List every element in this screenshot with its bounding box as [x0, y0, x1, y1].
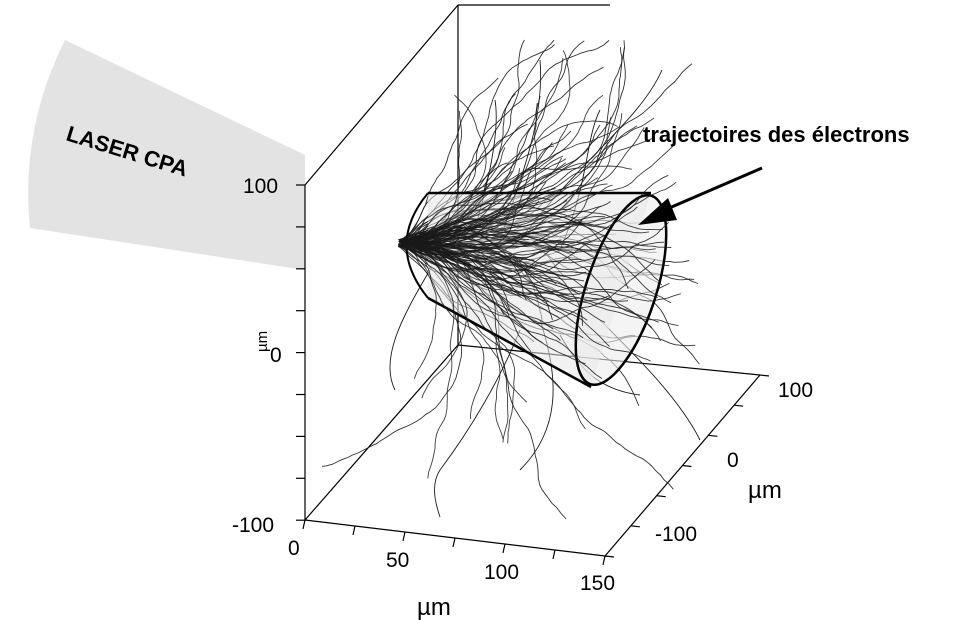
trajectory-path: [409, 238, 543, 344]
trajectory-path: [400, 241, 653, 328]
trajectory-path: [409, 243, 670, 273]
annotation-arrow: [638, 166, 763, 225]
trajectory-path: [398, 124, 569, 247]
cone-bottom-edge: [427, 296, 592, 389]
tick-mark: [734, 404, 744, 407]
trajectory-path: [403, 117, 612, 262]
depth-tick-100: 100: [778, 379, 813, 402]
trajectory-path: [404, 145, 555, 240]
trajectory-path: [403, 221, 670, 271]
trajectory-path: [398, 245, 603, 272]
tick-mark: [708, 434, 718, 437]
x-tick-0: 0: [288, 537, 300, 560]
tick-mark: [552, 549, 556, 560]
trajectory-path: [399, 244, 516, 444]
electron-trajectories-front: [397, 50, 681, 479]
tick-mark: [682, 464, 692, 468]
axis-ticks: [296, 184, 770, 566]
trajectory-path: [405, 240, 679, 327]
trajectory-path: [409, 244, 610, 347]
trajectory-path: [402, 130, 572, 253]
x-tick-150: 150: [580, 572, 615, 595]
tick-mark: [352, 525, 356, 536]
trajectory-path: [407, 244, 468, 399]
tick-mark: [302, 519, 306, 530]
laser-beam: [28, 40, 305, 270]
x-axis-unit: µm: [417, 594, 451, 620]
trajectory-path: [405, 183, 608, 248]
arrow-shaft: [659, 166, 763, 214]
tick-mark: [452, 537, 456, 548]
depth-tick-minus100: -100: [655, 523, 697, 546]
arrowhead: [638, 198, 677, 225]
trajectory-path: [398, 243, 651, 362]
trajectory-path: [403, 226, 557, 285]
trajectory-path: [409, 155, 563, 243]
floor-left-edge: [304, 344, 459, 521]
vertical-tick-0: 0: [270, 344, 282, 367]
trajectory-path: [403, 102, 538, 246]
annotation-label: trajectoires des électrons: [643, 122, 910, 147]
tick-mark: [759, 374, 770, 377]
trajectory-path: [389, 269, 431, 391]
trajectory-path: [407, 143, 676, 248]
trajectory-path: [406, 177, 599, 243]
vertical-tick-100: 100: [243, 175, 278, 198]
trajectory-path: [403, 235, 661, 342]
trajectory-path: [400, 77, 499, 242]
trajectory-path: [401, 162, 567, 242]
tick-mark: [602, 555, 606, 566]
trajectory-path: [398, 245, 528, 403]
trajectory-path: [400, 232, 672, 304]
trajectory-path: [403, 242, 552, 285]
trajectory-path: [434, 329, 521, 518]
tick-mark: [402, 531, 406, 542]
vertical-tick-minus100: -100: [232, 514, 274, 537]
depth-tick-0: 0: [727, 449, 739, 472]
tick-mark: [656, 495, 666, 498]
trajectory-path: [402, 113, 623, 250]
tick-mark: [604, 555, 615, 558]
trajectory-path: [406, 50, 571, 240]
trajectory-path: [400, 244, 455, 479]
trajectory-path: [404, 239, 656, 254]
tick-mark: [502, 543, 506, 554]
trajectory-path: [404, 94, 604, 244]
trajectory-path: [408, 244, 485, 420]
vertical-axis-unit: µm: [254, 331, 271, 352]
top-back-edge: [304, 4, 459, 186]
trajectory-path: [402, 244, 611, 302]
tick-mark: [630, 525, 640, 528]
trajectory-path: [399, 242, 437, 379]
trajectory-path: [398, 94, 487, 241]
trajectory-path: [406, 240, 592, 275]
depth-axis-unit: µm: [748, 477, 782, 504]
x-tick-100: 100: [484, 561, 519, 584]
x-tick-50: 50: [386, 549, 409, 572]
